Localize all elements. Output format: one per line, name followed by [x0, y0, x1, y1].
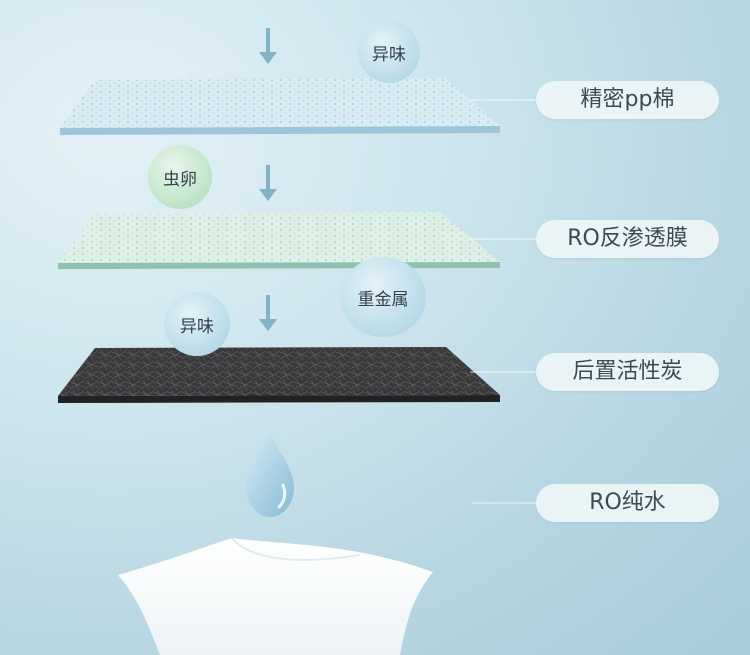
contaminant-bubble-eggs: 虫卵	[148, 145, 212, 209]
label-activated-carbon: 后置活性炭	[536, 353, 719, 391]
arrow-down-icon	[259, 295, 277, 331]
layer-label: 精密pp棉	[581, 87, 675, 112]
carbon-layer	[58, 347, 500, 403]
bubble-label: 异味	[372, 40, 406, 65]
pp-cotton-layer	[60, 78, 500, 135]
contaminant-bubble-odor: 异味	[358, 21, 420, 83]
bubble-label: 异味	[180, 312, 214, 337]
tissue-icon	[118, 538, 433, 655]
layer-label: RO纯水	[589, 490, 666, 515]
label-pp-cotton: 精密pp棉	[536, 81, 719, 119]
contaminant-bubble-odor-2: 异味	[164, 292, 230, 356]
arrow-down-icon	[259, 165, 277, 201]
water-drop-icon	[246, 433, 294, 517]
layer-label: RO反渗透膜	[567, 226, 688, 251]
ro-membrane-layer	[58, 212, 500, 269]
bubble-label: 重金属	[358, 285, 409, 310]
arrow-down-icon	[259, 28, 277, 64]
label-pure-water: RO纯水	[536, 484, 719, 522]
label-ro-membrane: RO反渗透膜	[536, 220, 719, 258]
label-lines	[470, 100, 536, 503]
layer-label: 后置活性炭	[572, 359, 682, 384]
contaminant-bubble-heavy-metal: 重金属	[340, 257, 426, 337]
bubble-label: 虫卵	[163, 165, 197, 190]
